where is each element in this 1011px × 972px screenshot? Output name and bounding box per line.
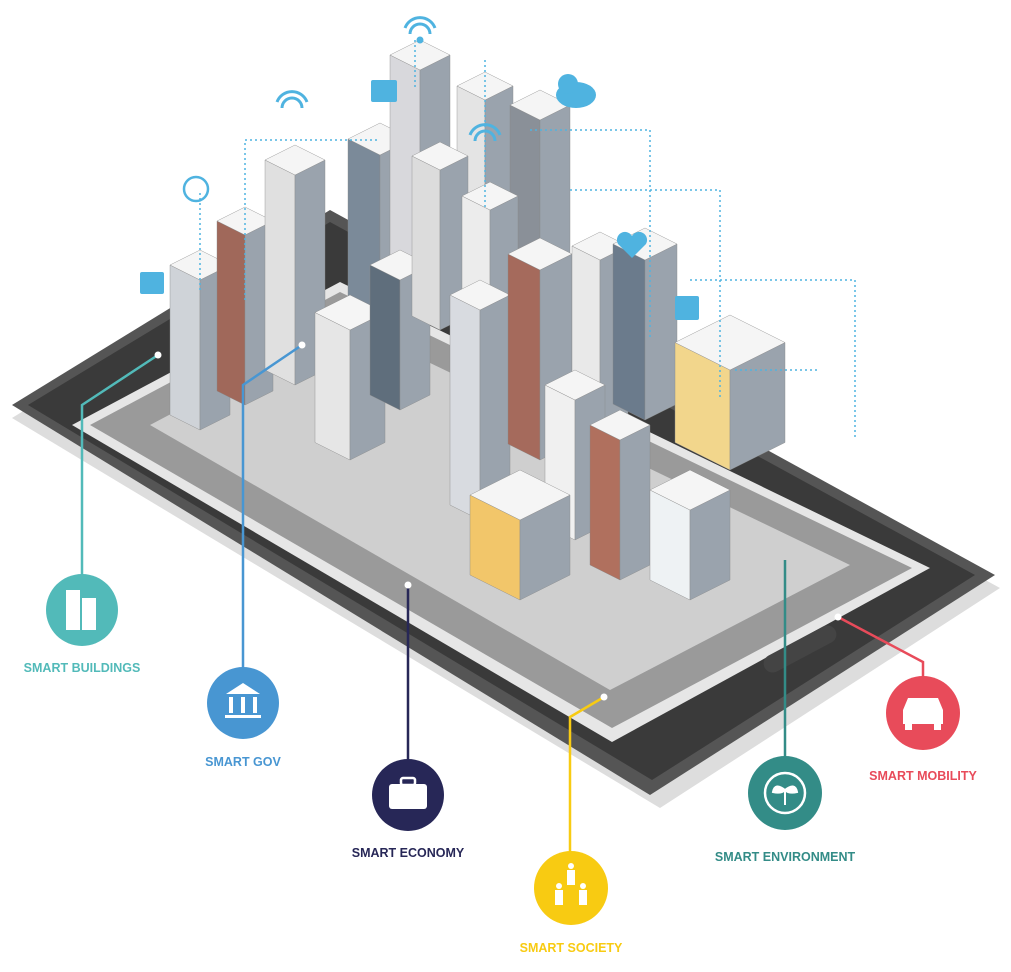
smart-environment-label: SMART ENVIRONMENT bbox=[714, 850, 856, 864]
smart-gov-label: SMART GOV bbox=[205, 755, 281, 769]
smart-economy-label: SMART ECONOMY bbox=[351, 846, 465, 860]
building bbox=[649, 469, 731, 601]
building bbox=[674, 314, 786, 471]
globe-icon bbox=[182, 175, 210, 203]
smart-mobility-badge[interactable] bbox=[886, 676, 960, 750]
building bbox=[469, 469, 571, 601]
connector-lines bbox=[80, 343, 925, 853]
smart-buildings-label: SMART BUILDINGS bbox=[23, 661, 141, 675]
smart-environment-badge[interactable] bbox=[748, 756, 822, 830]
chat-bubble-icon bbox=[140, 80, 699, 320]
wifi-icon bbox=[275, 16, 502, 142]
smart-buildings-badge[interactable] bbox=[46, 574, 118, 646]
government-building-icon bbox=[225, 683, 261, 718]
connectivity-overlay bbox=[199, 40, 856, 440]
smart-society-label: SMART SOCIETY bbox=[519, 941, 623, 955]
building bbox=[589, 409, 651, 581]
smart-economy-badge[interactable] bbox=[372, 759, 444, 831]
smart-gov-badge[interactable] bbox=[207, 667, 279, 739]
people-network-icon bbox=[555, 863, 587, 905]
cloud-icon bbox=[556, 74, 596, 108]
building bbox=[449, 279, 511, 521]
smart-society-badge[interactable] bbox=[534, 851, 608, 925]
plant-recycle-icon bbox=[763, 771, 807, 815]
briefcase-icon bbox=[389, 776, 427, 809]
heart-icon bbox=[616, 231, 648, 258]
smart-mobility-label: SMART MOBILITY bbox=[869, 769, 977, 783]
car-icon bbox=[903, 698, 943, 730]
building bbox=[612, 227, 678, 421]
buildings-icon bbox=[66, 590, 96, 630]
building bbox=[507, 237, 573, 461]
building bbox=[216, 206, 274, 406]
